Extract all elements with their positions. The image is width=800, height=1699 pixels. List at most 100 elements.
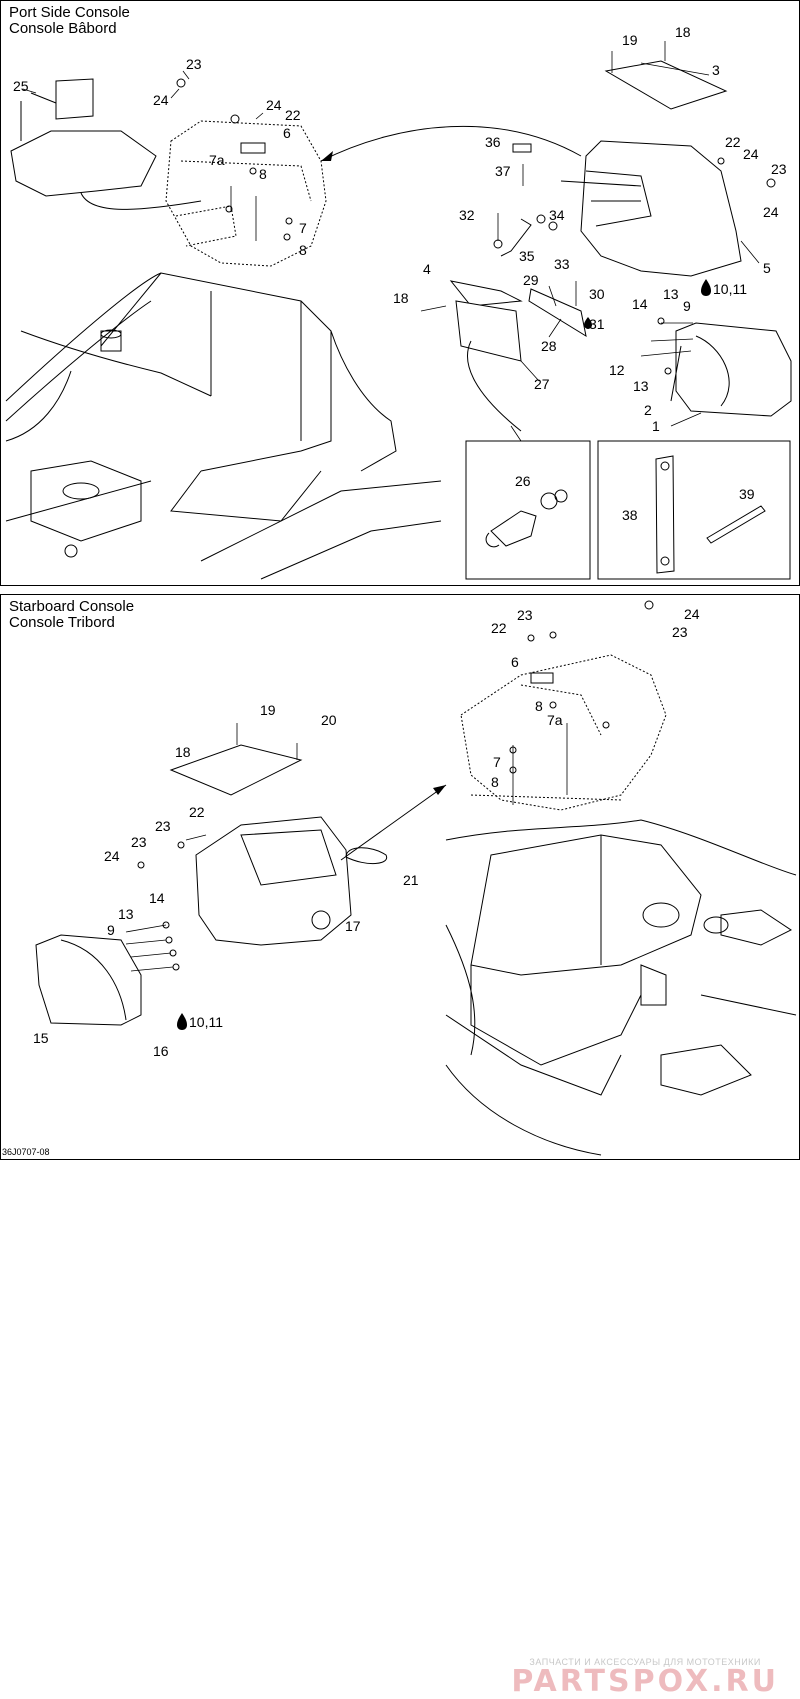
port-part-1: [670, 322, 792, 417]
callout-17: 18: [175, 744, 191, 760]
port-part-25: [10, 78, 202, 210]
starboard-part-17: [169, 723, 303, 796]
callout-2: 2: [644, 402, 652, 418]
port-bolts-12-13: [640, 317, 694, 375]
callout-19: 19: [622, 32, 638, 48]
starboard-hull-drawing: [445, 819, 797, 1156]
callout-27: 27: [534, 376, 550, 392]
callout-26: 26: [515, 473, 531, 489]
callout-15: 15: [33, 1030, 49, 1046]
port-callouts: 25 23 24 24 22 6 7a 8 7 8 19 18 3 36 37 …: [13, 24, 787, 523]
port-part-5: [560, 140, 742, 277]
callout-8b: 8: [299, 242, 307, 258]
callout-37: 37: [495, 163, 511, 179]
starboard-title-en: Starboard Console: [9, 598, 135, 615]
starboard-console-panel: Starboard Console Console Tribord: [0, 594, 800, 1697]
callout-38: 38: [622, 507, 638, 523]
callout-3: 3: [712, 62, 720, 78]
watermark: ЗАПЧАСТИ И АКСЕССУАРЫ ДЛЯ МОТОТЕХНИКИ PA…: [511, 1657, 779, 1697]
drop-icon: [701, 279, 711, 296]
callout-23b: 23: [771, 161, 787, 177]
callout-18: 18: [675, 24, 691, 40]
drop-icon: [177, 1013, 187, 1030]
callout-14: 14: [632, 296, 648, 312]
callout-16: 16: [153, 1043, 169, 1059]
callout-25: 25: [13, 78, 29, 94]
starboard-hardware: [137, 600, 654, 869]
callout-5: 5: [763, 260, 771, 276]
callout-28: 28: [541, 338, 557, 354]
callout-24: 23: [517, 607, 533, 623]
starboard-bolts: [125, 921, 180, 972]
callout-19: 20: [321, 712, 337, 728]
callout-24b: 23: [672, 624, 688, 640]
port-parts-4-27-28: [449, 280, 587, 432]
callout-4: 4: [423, 261, 431, 277]
callout-29: 29: [523, 272, 539, 288]
callout-12: 12: [609, 362, 625, 378]
callout-23: 24: [684, 606, 700, 622]
callout-33: 33: [554, 256, 570, 272]
callout-24b: 24: [266, 97, 282, 113]
callout-1: 1: [652, 418, 660, 434]
callout-24d: 23: [131, 834, 147, 850]
callout-13: 13: [118, 906, 134, 922]
port-adhesive-callout: 10,11: [701, 279, 747, 297]
callout-7: 7: [493, 754, 501, 770]
callout-18: 19: [260, 702, 276, 718]
callout-31: 31: [589, 316, 605, 332]
callout-14: 14: [149, 890, 165, 906]
port-inset-38-39: [597, 440, 791, 580]
watermark-caption: ЗАПЧАСТИ И АКСЕССУАРЫ ДЛЯ МОТОТЕХНИКИ: [529, 1657, 761, 1667]
callout-7: 7: [299, 220, 307, 236]
figure-id: 36J0707-08: [2, 1147, 50, 1157]
callout-24c: 24: [743, 146, 759, 162]
starboard-adhesive-callout: 10,11: [177, 1013, 223, 1030]
port-leader-lines: [22, 62, 760, 427]
callout-9: 9: [107, 922, 115, 938]
callout-8b: 8: [491, 774, 499, 790]
callout-21: 21: [403, 872, 419, 888]
callout-22b: 22: [725, 134, 741, 150]
callout-24d: 24: [763, 204, 779, 220]
port-title-en: Port Side Console: [9, 4, 130, 21]
port-inset-26: [465, 425, 591, 580]
starboard-title-fr: Console Tribord: [9, 614, 115, 631]
watermark-logo: PARTSPOX.RU: [511, 1664, 779, 1699]
callout-8: 8: [535, 698, 543, 714]
starboard-part-21: [345, 847, 388, 864]
callout-7a: 7a: [209, 152, 225, 168]
callout-6: 6: [511, 654, 519, 670]
callout-32: 32: [459, 207, 475, 223]
starboard-part-20: [195, 784, 447, 946]
port-console-dotted-outline: [165, 120, 327, 267]
callout-22: 22: [491, 620, 507, 636]
port-hardware: [176, 78, 776, 375]
port-console-panel: Port Side Console Console Bâbord: [0, 0, 800, 586]
callout-24: 24: [153, 92, 169, 108]
callout-35: 35: [519, 248, 535, 264]
callout-23b: 24: [104, 848, 120, 864]
callout-39: 39: [739, 486, 755, 502]
callout-36: 36: [485, 134, 501, 150]
port-console-title: Port Side Console Console Bâbord: [9, 5, 130, 37]
callout-13: 13: [663, 286, 679, 302]
callout-7a: 7a: [547, 712, 563, 728]
starboard-callouts: 23 22 24 23 6 8 7a 7 8 19 20 18 22 23 23…: [33, 606, 700, 1059]
callout-24c: 23: [155, 818, 171, 834]
port-hull-drawing: [5, 272, 442, 580]
callout-22: 22: [285, 107, 301, 123]
callout-6: 6: [283, 125, 291, 141]
port-title-fr: Console Bâbord: [9, 20, 117, 37]
callout-10-11: 10,11: [713, 281, 747, 297]
callout-22b: 22: [189, 804, 205, 820]
callout-23: 23: [186, 56, 202, 72]
starboard-part-15: [35, 921, 180, 1026]
callout-8: 8: [259, 166, 267, 182]
port-console-diagram: 25 23 24 24 22 6 7a 8 7 8 19 18 3 36 37 …: [5, 24, 792, 580]
callout-30: 30: [589, 286, 605, 302]
callout-20: 17: [345, 918, 361, 934]
callout-10-11: 10,11: [189, 1014, 223, 1030]
port-part-3: [604, 41, 728, 110]
starboard-console-diagram: 23 22 24 23 6 8 7a 7 8 19 20 18 22 23 23…: [33, 600, 797, 1156]
